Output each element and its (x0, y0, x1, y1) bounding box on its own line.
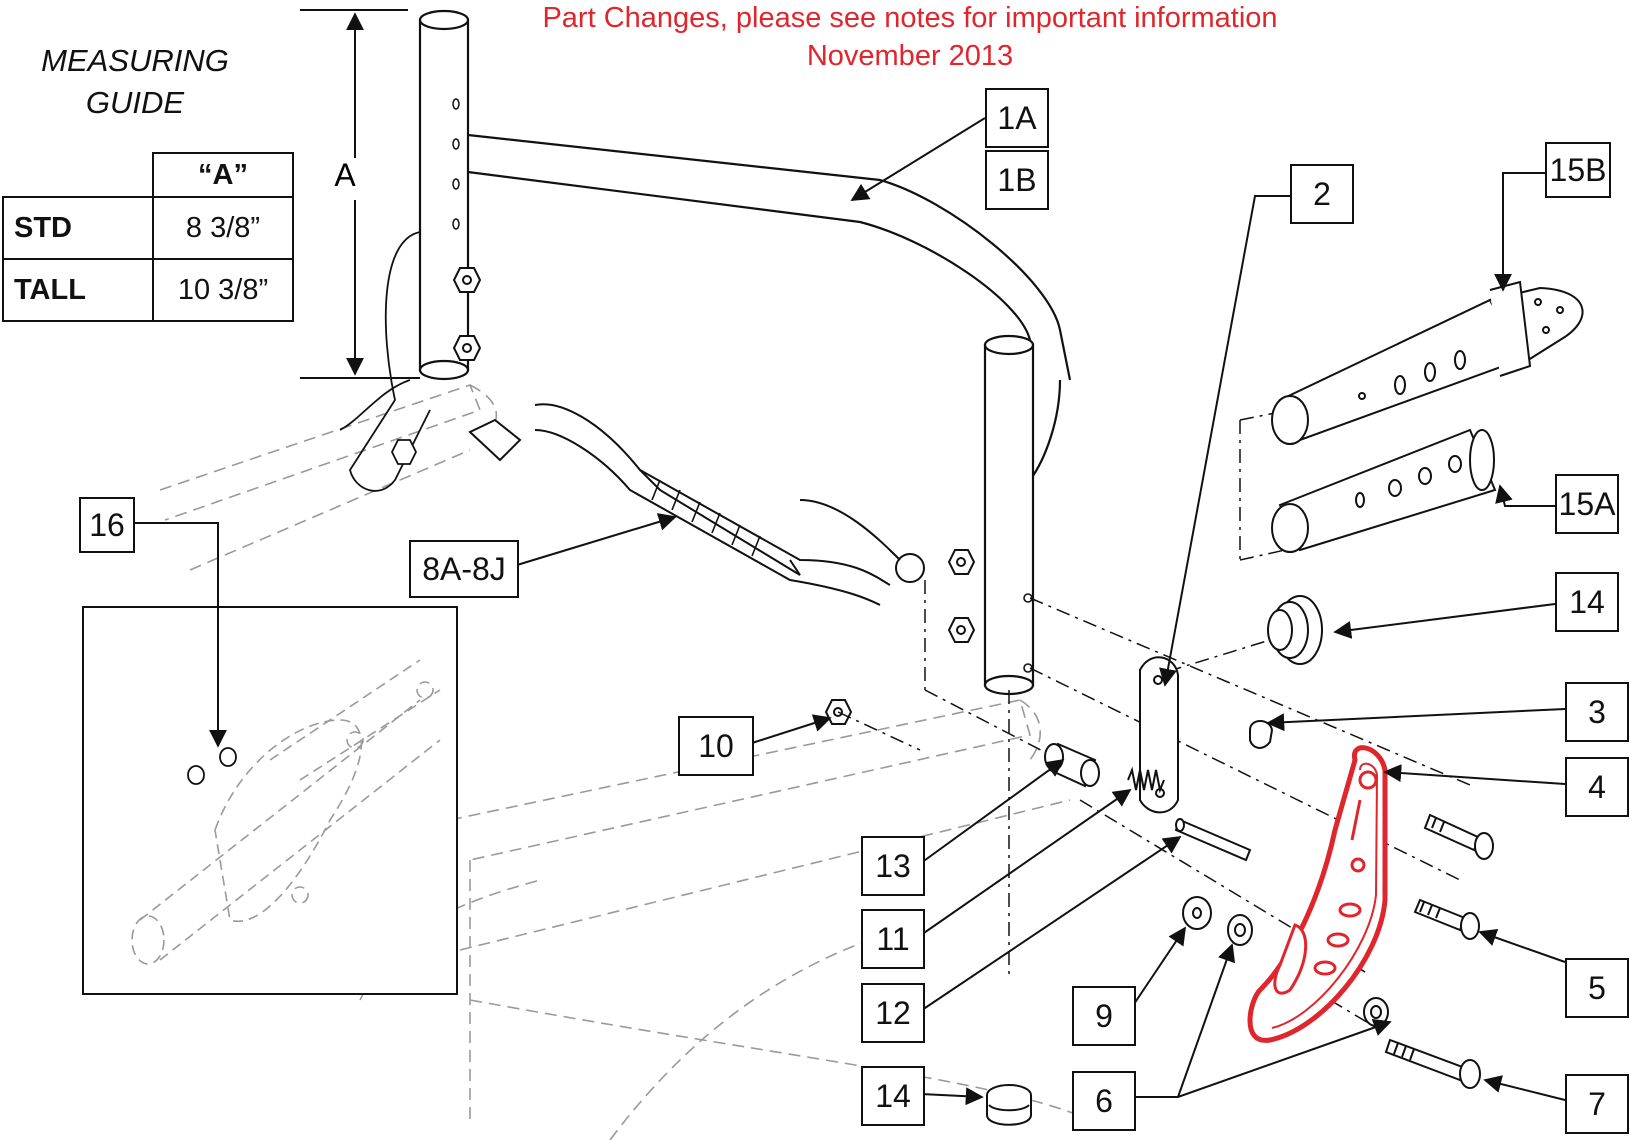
upper-bolt (1423, 813, 1494, 860)
callout-8a-8j: 8A-8J (409, 540, 519, 598)
rear-post (418, 9, 470, 381)
rear-post-holes (452, 98, 460, 230)
armrest-strap (468, 403, 925, 606)
row-label-std: STD (2, 196, 154, 260)
part-7-bolt (1384, 1038, 1481, 1089)
table-header-row: “A” (3, 152, 294, 198)
part-12-pin (1174, 818, 1252, 862)
dimension-a (300, 9, 420, 379)
dimension-a-label: A (334, 157, 356, 193)
callout-16: 16 (79, 497, 135, 553)
leader-lines (131, 117, 1566, 1106)
callout-10: 10 (678, 716, 754, 776)
callout-1b: 1B (985, 150, 1049, 210)
detail-inset-box (82, 606, 458, 995)
part-5-bolt (1413, 898, 1480, 940)
guide-title-line2: GUIDE (85, 85, 185, 120)
callout-1a: 1A (985, 88, 1049, 148)
callout-3: 3 (1565, 682, 1629, 742)
callout-11: 11 (861, 909, 925, 969)
strap-grip-ribs (651, 479, 761, 557)
part-4-plate-highlight (1247, 745, 1388, 1043)
inset-ghost-drawing (131, 659, 441, 965)
part-15b-tube (1271, 280, 1584, 445)
row-value-std: 8 3/8” (152, 196, 294, 260)
callout-4: 4 (1565, 757, 1629, 817)
front-nuts (824, 549, 976, 725)
callout-14-lower: 14 (861, 1066, 925, 1126)
guide-title-line1: MEASURING (41, 43, 229, 78)
callout-14-upper: 14 (1555, 572, 1619, 632)
table-row: STD 8 3/8” (2, 196, 294, 260)
callout-13: 13 (861, 836, 925, 896)
callout-2: 2 (1290, 164, 1354, 224)
inset-nuts (187, 747, 237, 785)
part-15a-tube (1271, 428, 1497, 553)
part-11-spring (1127, 766, 1165, 794)
rear-bracket (339, 231, 431, 492)
part-9-washer (1182, 896, 1212, 930)
part-13-sleeve (1044, 742, 1100, 788)
measuring-guide-table: “A” STD 8 3/8” TALL 10 3/8” (2, 152, 294, 322)
measuring-guide-title: MEASURING GUIDE (10, 40, 260, 124)
table-corner (3, 153, 154, 198)
callout-6: 6 (1072, 1071, 1136, 1131)
part-14-cap-upper (1267, 595, 1323, 665)
callout-9: 9 (1072, 986, 1136, 1046)
row-label-tall: TALL (2, 258, 154, 322)
rear-post-nut (452, 267, 482, 361)
table-row: TALL 10 3/8” (2, 258, 294, 322)
row-value-tall: 10 3/8” (152, 258, 294, 322)
front-post (983, 334, 1035, 696)
part-14-cap-lower (986, 1084, 1032, 1126)
notice-date: November 2013 (806, 40, 1014, 72)
callout-15a: 15A (1555, 474, 1619, 534)
callout-7: 7 (1565, 1074, 1629, 1134)
callout-5: 5 (1565, 958, 1629, 1018)
callout-15b: 15B (1545, 142, 1611, 198)
armrest-loop (467, 133, 1072, 481)
callout-12: 12 (861, 983, 925, 1043)
part-3-spacer (1249, 720, 1274, 749)
part-change-notice: Part Changes, please see notes for impor… (542, 2, 1278, 34)
front-post-holes (1023, 593, 1033, 673)
column-header-a: “A” (152, 152, 294, 198)
